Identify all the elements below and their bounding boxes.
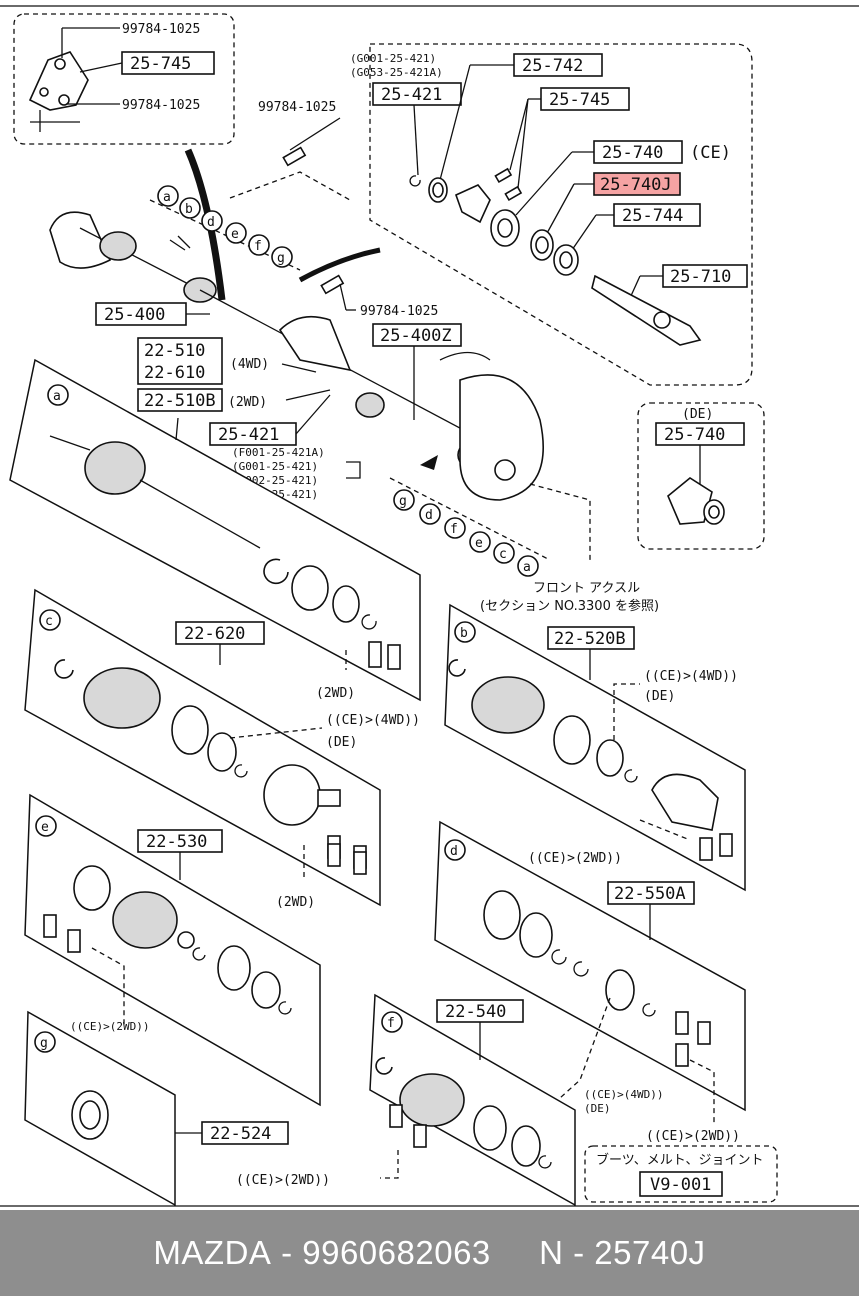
front-axle-line2: (セクション NO.3300 を参照)	[480, 598, 659, 614]
panel-g-letter: g	[40, 1036, 48, 1051]
callout-letters-bottom: g d f e c a	[389, 477, 551, 577]
panel-c-drawing	[54, 659, 367, 869]
part-25-740j-label: 25-740J	[600, 175, 672, 195]
inset-part-label: 25-745	[130, 54, 191, 74]
part-25-745-label: 25-745	[549, 90, 610, 110]
de-group-title: (DE)	[682, 407, 713, 422]
footer-sep-1: -	[271, 1234, 303, 1271]
panel-d-note2: (DE)	[584, 1102, 611, 1115]
panel-f-part: 22-540	[445, 1002, 506, 1022]
panel-c-letter: c	[45, 614, 53, 629]
svg-text:c: c	[499, 547, 507, 562]
panel-f-drawing	[375, 1057, 552, 1169]
clip-part-label: 25-421	[218, 425, 279, 445]
footer-bar: MAZDA - 9960682063 N - 25740J	[0, 1210, 859, 1296]
panel-d-letter: d	[450, 844, 458, 859]
inset-box	[13, 13, 235, 145]
bolt-mid-label: 99784-1025	[360, 304, 438, 319]
panel-e-letter: e	[41, 820, 49, 835]
panel-e-drawing	[43, 843, 367, 1015]
left-part-3-label: 22-510B	[144, 391, 216, 411]
svg-text:d: d	[207, 215, 215, 230]
panel-b-note2: (DE)	[644, 689, 675, 704]
svg-text:b: b	[185, 202, 193, 217]
de-bracket-drawing	[667, 477, 725, 525]
left-part-2-label: 22-610	[144, 363, 205, 383]
footer-code: N - 25740J	[539, 1234, 706, 1271]
front-axle-line1: フロント アクスル	[533, 581, 640, 596]
part-25-740-label: 25-740	[602, 143, 663, 163]
bearing-group-box	[369, 43, 753, 386]
svg-text:f: f	[450, 522, 458, 537]
svg-text:e: e	[231, 227, 239, 242]
kit-title: ブーツ、メルト、ジョイント	[596, 1152, 763, 1168]
panel-c-note1: ((CE)>(4WD))	[326, 713, 420, 728]
footer-brand: MAZDA	[153, 1234, 272, 1271]
panel-b-part: 22-520B	[554, 629, 626, 649]
panel-b-note1: ((CE)>(4WD))	[644, 669, 738, 684]
panel-c-note3: (2WD)	[276, 895, 315, 910]
bolt-top-label: 99784-1025	[258, 100, 336, 115]
svg-text:g: g	[277, 251, 285, 266]
inset-bolt-a-label: 99784-1025	[122, 22, 200, 37]
panel-d-drawing	[483, 890, 711, 1067]
footer-gap	[491, 1234, 539, 1272]
part-25-710-label: 25-710	[670, 267, 731, 287]
panel-e-note2: ((CE)>(2WD))	[70, 1020, 149, 1033]
panel-d-note3: ((CE)>(2WD))	[646, 1129, 740, 1144]
panel-d-note1: ((CE)>(4WD))	[584, 1088, 663, 1101]
panel-f-note: ((CE)>(2WD))	[236, 1173, 330, 1188]
panel-b-note3: ((CE)>(2WD))	[528, 851, 622, 866]
panel-a-note: (2WD)	[316, 686, 355, 701]
bolt-mid-drawing	[320, 274, 345, 295]
svg-text:d: d	[425, 508, 433, 523]
panel-c-note2: (DE)	[326, 735, 357, 750]
panel-g-part: 22-524	[210, 1124, 271, 1144]
shaft-z-label: 25-400Z	[380, 326, 452, 346]
bolt-top-drawing	[282, 146, 307, 167]
svg-text:f: f	[254, 239, 262, 254]
bearing-clip-label: 25-421	[381, 85, 442, 105]
svg-text:a: a	[163, 190, 171, 205]
inset-bolt-b-label: 99784-1025	[122, 98, 200, 113]
left-part-2wd-note: (2WD)	[228, 395, 267, 410]
panel-f-letter: f	[387, 1016, 395, 1031]
parts-diagram: 99784-1025 25-745 99784-1025 99784-1025 …	[0, 5, 859, 1207]
part-25-744-label: 25-744	[622, 206, 683, 226]
panel-d	[434, 820, 746, 1112]
inset-bracket-drawing	[28, 51, 89, 132]
drive-shaft-drawing	[49, 211, 544, 501]
clip-code-1: (F001-25-421A)	[232, 446, 325, 459]
footer-part-number: 9960682063	[302, 1234, 491, 1271]
panel-e-part: 22-530	[146, 832, 207, 852]
panel-c-part: 22-620	[184, 624, 245, 644]
svg-text:a: a	[523, 560, 531, 575]
panel-b-drawing	[448, 659, 733, 861]
panel-a-drawing	[49, 435, 401, 670]
left-part-4wd-note: (4WD)	[230, 357, 269, 372]
panel-g-drawing	[71, 1090, 109, 1140]
kit-box	[584, 1145, 778, 1203]
kit-code: V9-001	[650, 1175, 711, 1195]
shaft-main-label: 25-400	[104, 305, 165, 325]
left-part-1-label: 22-510	[144, 341, 205, 361]
bearing-code-2: (G053-25-421A)	[350, 66, 443, 79]
part-25-740-note: (CE)	[690, 143, 731, 163]
de-part-label: 25-740	[664, 425, 725, 445]
clip-code-2: (G001-25-421)	[232, 460, 318, 473]
de-group-box	[637, 402, 765, 550]
svg-text:e: e	[475, 536, 483, 551]
bearing-group-drawing	[409, 167, 702, 346]
panel-d-part: 22-550A	[614, 884, 686, 904]
panel-a-letter: a	[53, 389, 61, 404]
callout-letters-top: a b d e f g	[149, 185, 301, 271]
panel-b-letter: b	[460, 626, 468, 641]
part-25-742-label: 25-742	[522, 56, 583, 76]
svg-text:g: g	[399, 494, 407, 509]
bearing-code-1: (G001-25-421)	[350, 52, 436, 65]
